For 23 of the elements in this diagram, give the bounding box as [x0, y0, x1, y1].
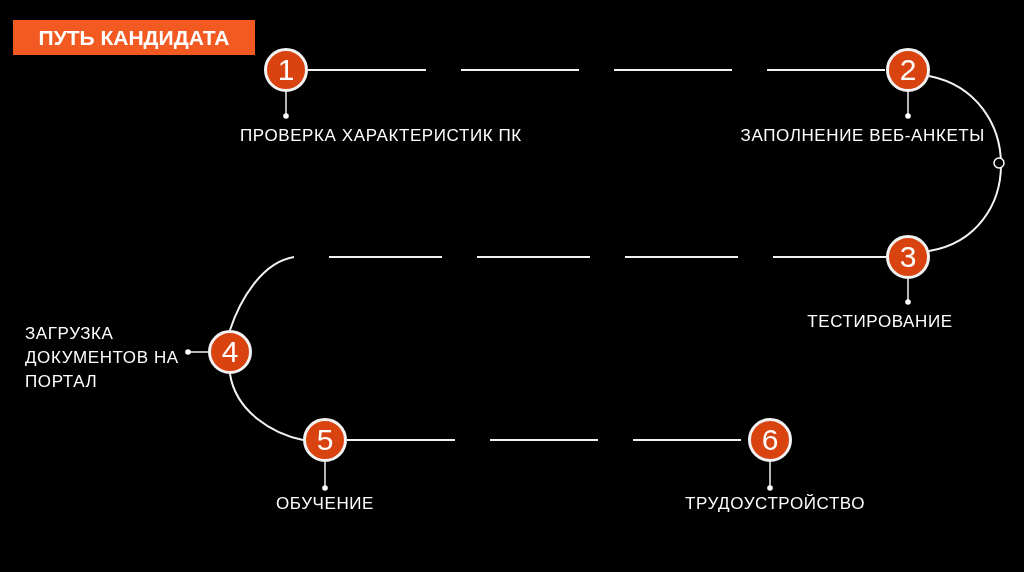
title-banner: ПУТЬ КАНДИДАТА: [13, 20, 255, 55]
step-label: ЗАГРУЗКА ДОКУМЕНТОВ НА ПОРТАЛ: [25, 322, 188, 396]
path-line: [928, 75, 1002, 252]
path-line: [229, 256, 887, 331]
step-label: ОБУЧЕНИЕ: [250, 488, 400, 518]
step-label: ПРОВЕРКА ХАРАКТЕРИСТИК ПК: [240, 116, 570, 148]
leader-line: [767, 461, 773, 491]
step-number-circle: 3: [886, 235, 930, 279]
step-label: ТРУДОУСТРОЙСТВО: [660, 488, 890, 518]
step-label: ЗАПОЛНЕНИЕ ВЕБ-АНКЕТЫ: [690, 116, 985, 148]
leader-line: [322, 461, 328, 491]
step-number-circle: 5: [303, 418, 347, 462]
step-number-circle: 6: [748, 418, 792, 462]
leader-line: [185, 349, 209, 355]
leader-line: [905, 278, 911, 305]
step-number-circle: 2: [886, 48, 930, 92]
step-number-circle: 1: [264, 48, 308, 92]
path-line: [229, 373, 304, 441]
step-label: ТЕСТИРОВАНИЕ: [780, 302, 980, 334]
path-line: [307, 69, 887, 71]
leader-line: [283, 91, 289, 119]
leader-line: [905, 91, 911, 119]
step-number-circle: 4: [208, 330, 252, 374]
